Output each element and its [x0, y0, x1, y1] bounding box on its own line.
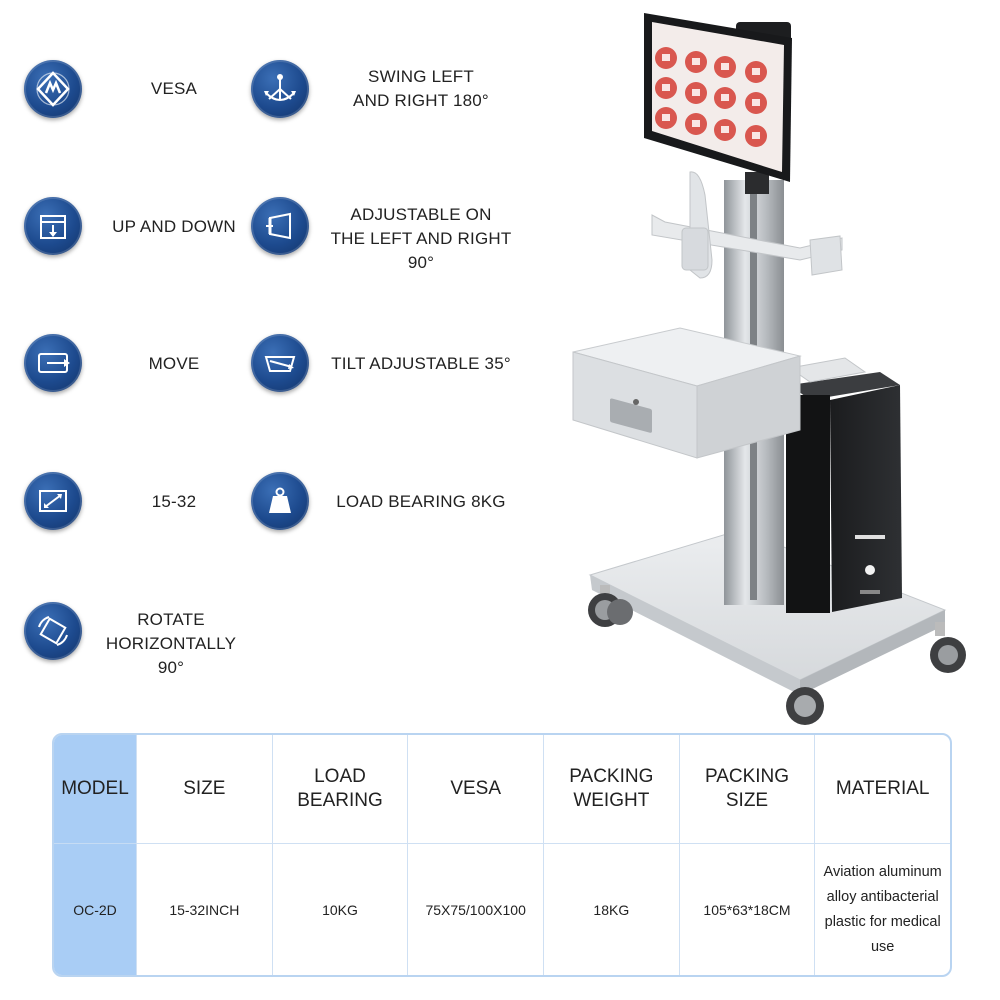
header-vesa: VESA [407, 735, 543, 843]
tilt-icon [251, 334, 309, 392]
vesa-icon [24, 60, 82, 118]
spec-table: MODEL SIZE LOAD BEARING VESA PACKING WEI… [52, 733, 952, 977]
screen-size-icon [24, 472, 82, 530]
header-material: MATERIAL [814, 735, 950, 843]
header-size: SIZE [136, 735, 272, 843]
load-bearing-icon [251, 472, 309, 530]
medical-cart-illustration [572, 13, 966, 725]
feature-label-load-bearing: LOAD BEARING 8KG [336, 492, 506, 511]
feature-label-adjust-left-right: ADJUSTABLE ON THE LEFT AND RIGHT 90° [330, 205, 512, 272]
caster-wheel [588, 585, 966, 725]
cell-size: 15-32INCH [136, 843, 272, 975]
feature-label-vesa: VESA [150, 79, 198, 98]
cell-vesa: 75X75/100X100 [407, 843, 543, 975]
header-model: MODEL [54, 735, 136, 843]
feature-label-screen-size: 15-32 [151, 492, 197, 511]
cell-packing-size: 105*63*18CM [678, 843, 815, 975]
cell-model: OC-2D [54, 843, 136, 975]
drawer [572, 327, 802, 459]
pc-tower [786, 372, 902, 613]
header-packing-weight: PACKING WEIGHT [543, 735, 679, 843]
rotate-icon [24, 602, 82, 660]
handle-bar [651, 171, 843, 279]
up-down-icon [24, 197, 82, 255]
monitor [644, 13, 792, 182]
move-icon [24, 334, 82, 392]
feature-label-up-down: UP AND DOWN [112, 217, 236, 236]
adjust-left-right-icon [251, 197, 309, 255]
cell-packing-weight: 18KG [543, 843, 679, 975]
feature-label-move: MOVE [148, 354, 200, 373]
feature-label-rotate: ROTATE HORIZONTALLY 90° [105, 610, 237, 677]
feature-label-swing: SWING LEFT AND RIGHT 180° [353, 67, 489, 110]
header-packing-size: PACKING SIZE [678, 735, 815, 843]
swing-icon [251, 60, 309, 118]
feature-label-tilt: TILT ADJUSTABLE 35° [331, 354, 511, 373]
cell-material: Aviation aluminum alloy antibacterial pl… [814, 843, 950, 975]
cell-load-bearing: 10KG [271, 843, 408, 975]
header-load-bearing: LOAD BEARING [271, 735, 408, 843]
